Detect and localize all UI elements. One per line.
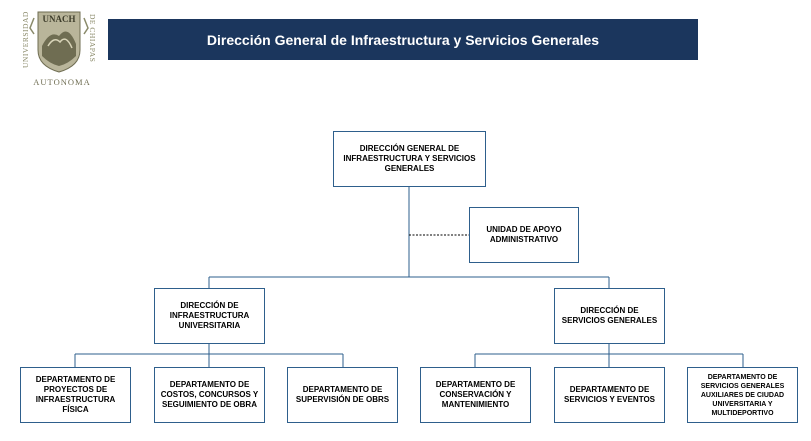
org-left-child-1-label: DEPARTAMENTO DE PROYECTOS DE INFRAESTRUC… [35,375,116,414]
org-right-child-3-box: DEPARTAMENTO DE SERVICIOS GENERALES AUXI… [687,367,798,423]
org-root-box: DIRECCIÓN GENERAL DE INFRAESTRUCTURA Y S… [333,131,486,187]
page-title: Dirección General de Infraestructura y S… [206,31,600,48]
logo-bottom-text: AUTONOMA [33,77,90,87]
org-left-child-1-box: DEPARTAMENTO DE PROYECTOS DE INFRAESTRUC… [20,367,131,423]
org-left-branch-box: DIRECCIÓN DE INFRAESTRUCTURA UNIVERSITAR… [154,288,265,344]
org-left-child-2-label: DEPARTAMENTO DE COSTOS, CONCURSOS Y SEGU… [160,380,259,409]
org-right-child-2-box: DEPARTAMENTO DE SERVICIOS Y EVENTOS [554,367,665,423]
org-right-child-2-label: DEPARTAMENTO DE SERVICIOS Y EVENTOS [564,385,655,404]
org-root-label: DIRECCIÓN GENERAL DE INFRAESTRUCTURA Y S… [343,144,476,173]
org-left-branch-label: DIRECCIÓN DE INFRAESTRUCTURA UNIVERSITAR… [169,301,250,330]
org-right-child-1-box: DEPARTAMENTO DE CONSERVACIÓN Y MANTENIMI… [420,367,531,423]
logo-emblem-text: UNACH [43,14,76,24]
org-support-box: UNIDAD DE APOYO ADMINISTRATIVO [469,207,579,263]
unach-logo: UNIVERSIDAD DE CHIAPAS UNACH AUTONOMA [21,11,97,87]
org-right-child-3-label: DEPARTAMENTO DE SERVICIOS GENERALES AUXI… [700,373,785,417]
org-support-label: UNIDAD DE APOYO ADMINISTRATIVO [486,225,562,244]
org-right-child-1-label: DEPARTAMENTO DE CONSERVACIÓN Y MANTENIMI… [435,380,516,409]
title-banner: Dirección General de Infraestructura y S… [108,19,698,60]
org-right-branch-label: DIRECCIÓN DE SERVICIOS GENERALES [561,306,658,325]
org-left-child-2-box: DEPARTAMENTO DE COSTOS, CONCURSOS Y SEGU… [154,367,265,423]
org-left-child-3-box: DEPARTAMENTO DE SUPERVISIÓN DE OBRS [287,367,398,423]
logo-arc-right: DE CHIAPAS [88,14,97,62]
org-right-branch-box: DIRECCIÓN DE SERVICIOS GENERALES [554,288,665,344]
logo-arc-left: UNIVERSIDAD [21,11,30,68]
org-left-child-3-label: DEPARTAMENTO DE SUPERVISIÓN DE OBRS [295,385,390,404]
